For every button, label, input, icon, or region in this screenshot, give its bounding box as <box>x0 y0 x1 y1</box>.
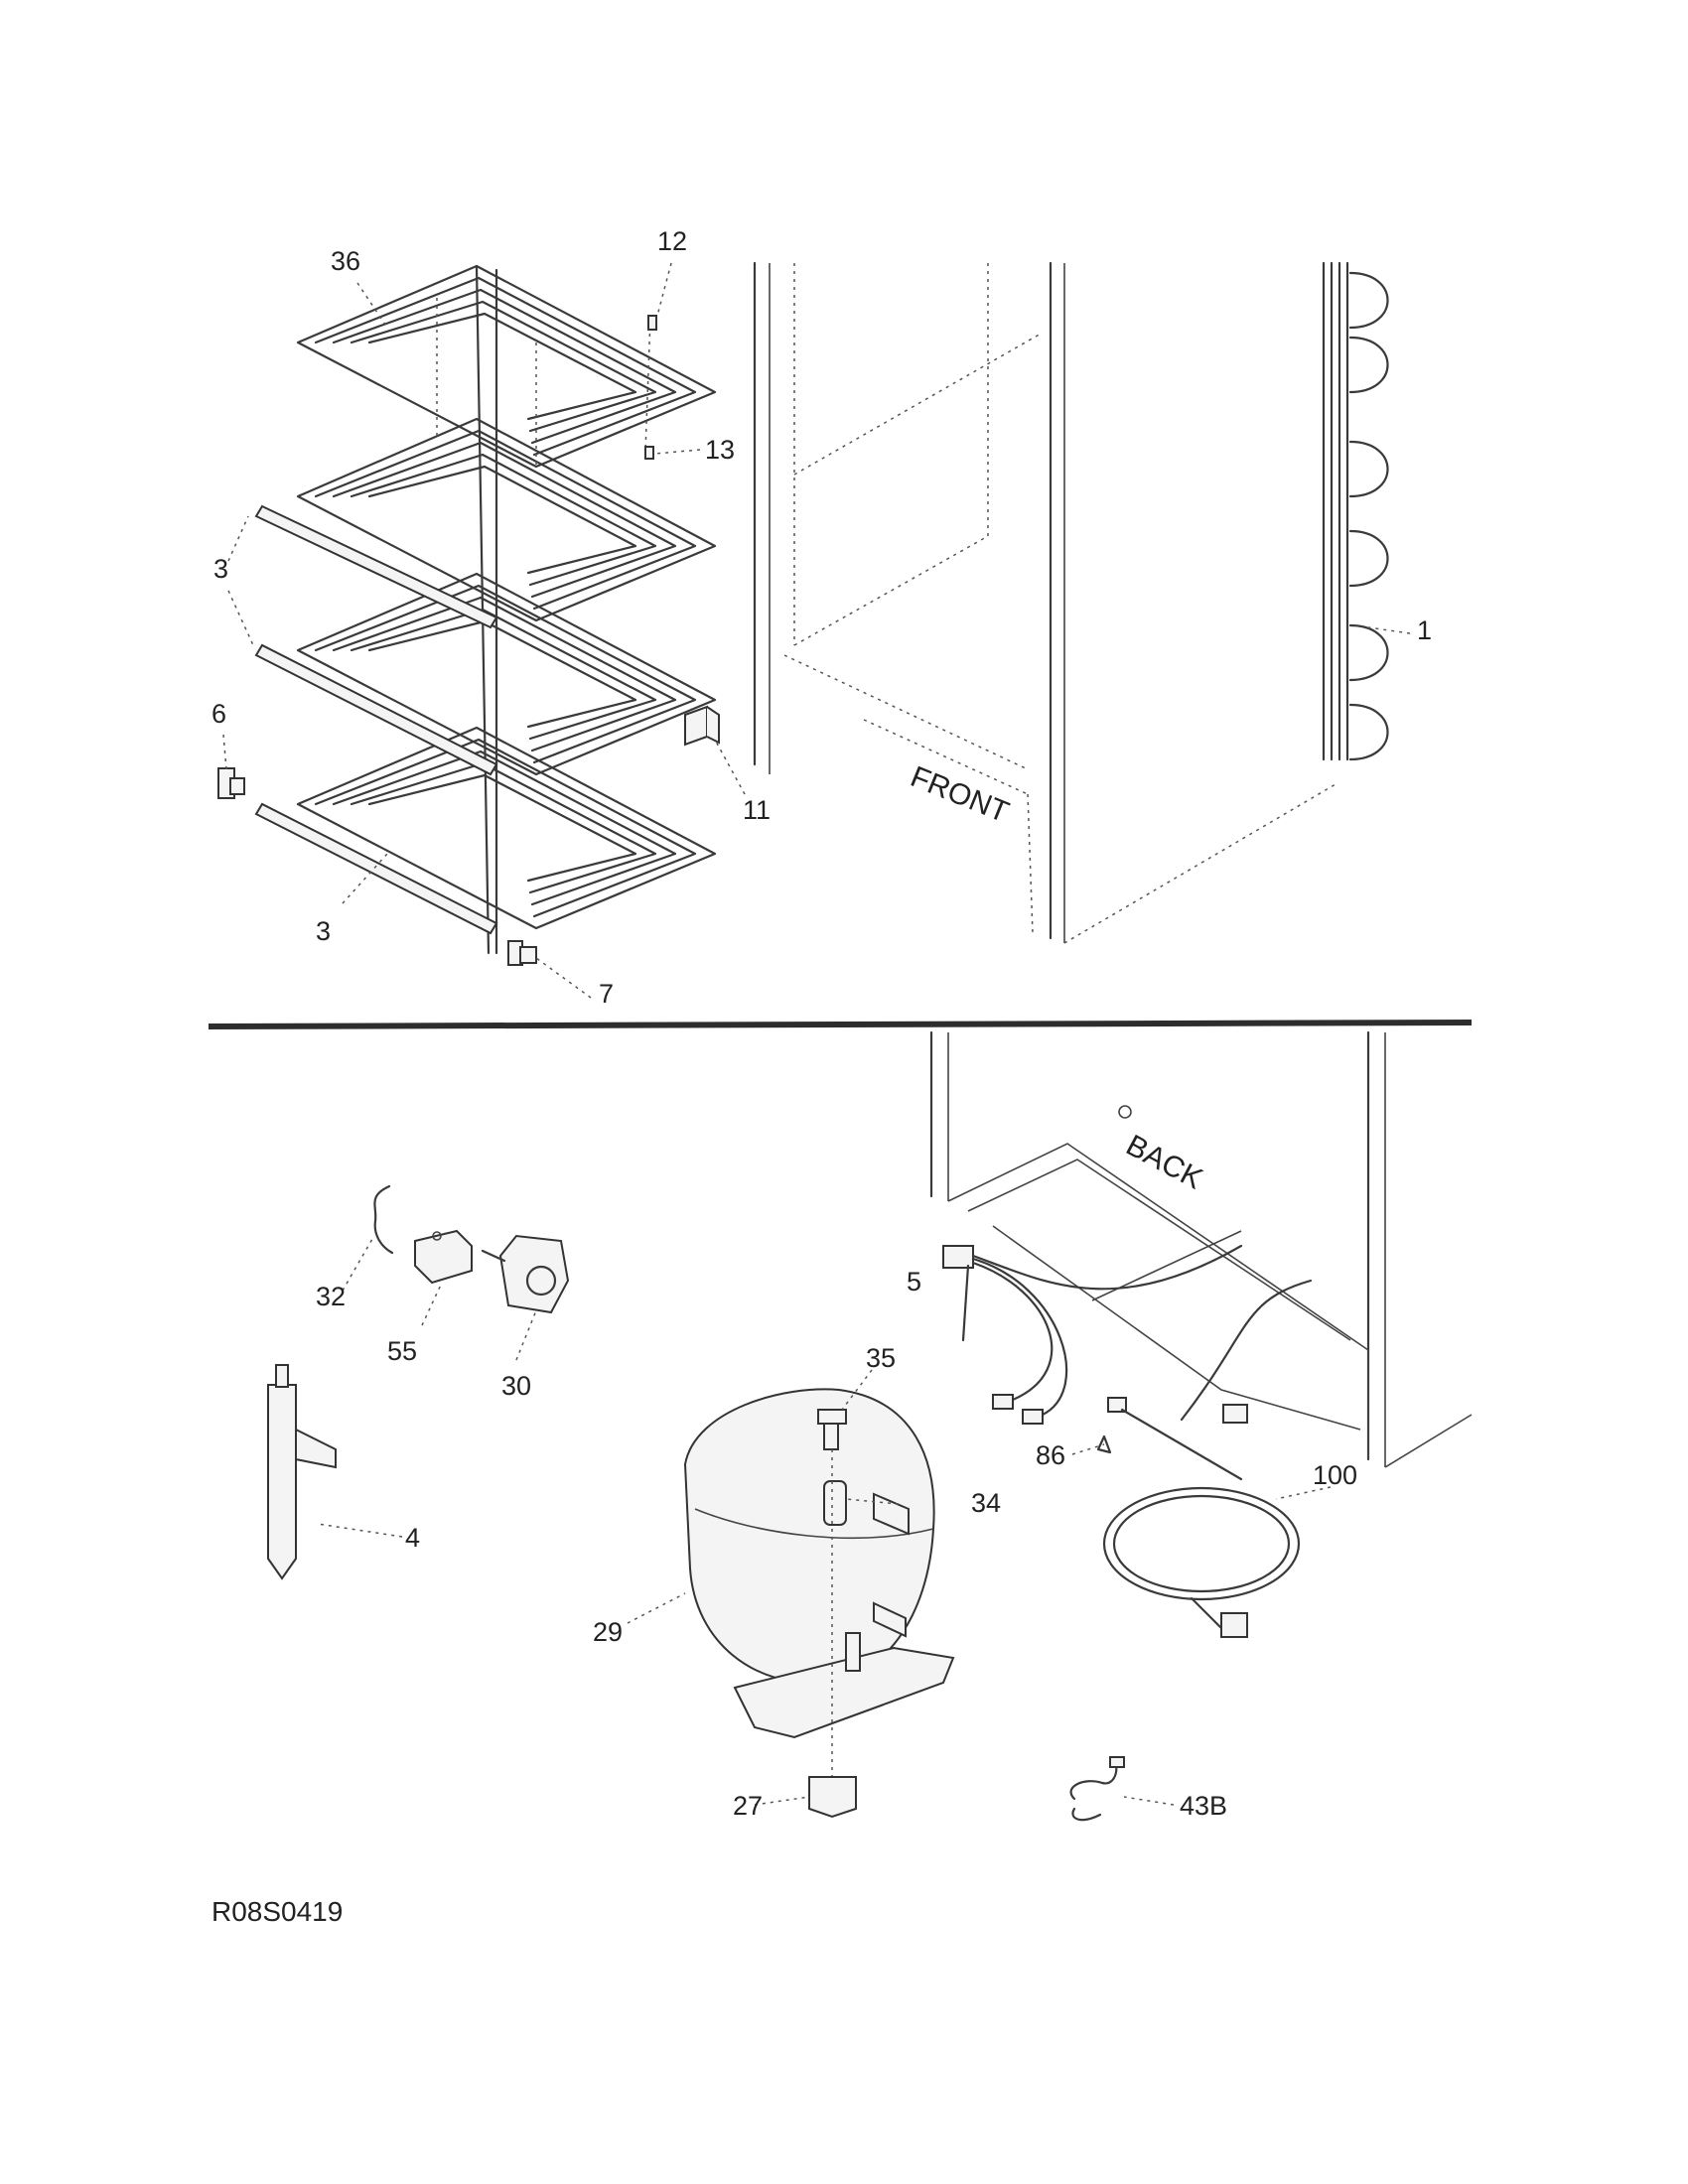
label-6: 6 <box>211 699 226 729</box>
screw-13 <box>644 446 654 460</box>
back-annotation: BACK <box>1121 1129 1208 1195</box>
label-34: 34 <box>971 1488 1001 1518</box>
condenser-coil-1 <box>1322 261 1389 761</box>
shelf-coil-4 <box>296 726 717 930</box>
shelf-coil-2 <box>296 417 717 622</box>
screw-86 <box>1096 1434 1112 1454</box>
wiring-harness-5 <box>942 1244 1313 1425</box>
label-11: 11 <box>743 795 771 825</box>
drier-filter-4 <box>267 1364 337 1580</box>
evaporator-coil-shelves <box>296 264 717 955</box>
label-3-lower: 3 <box>316 916 331 946</box>
front-annotation: FRONT <box>906 760 1013 829</box>
label-30: 30 <box>501 1371 531 1401</box>
label-35: 35 <box>866 1343 896 1373</box>
label-27: 27 <box>733 1791 763 1821</box>
label-7: 7 <box>599 979 614 1009</box>
power-cord-100 <box>1102 1397 1301 1638</box>
shelf-coil-3 <box>296 572 717 776</box>
label-100: 100 <box>1313 1460 1357 1490</box>
compressor-29 <box>683 1388 955 1739</box>
bolt-35 <box>817 1409 847 1450</box>
label-13: 13 <box>705 435 735 465</box>
label-32: 32 <box>316 1282 346 1311</box>
clip-6 <box>217 767 245 799</box>
support-rail-3-upper <box>254 504 498 629</box>
relay-55 <box>414 1229 473 1285</box>
clip-7 <box>507 940 537 966</box>
label-5: 5 <box>907 1267 921 1297</box>
screw-12 <box>647 315 657 331</box>
label-43b: 43B <box>1180 1791 1227 1821</box>
shelf-coil-1 <box>296 264 717 469</box>
support-rail-3-middle <box>254 643 498 776</box>
thermostat-bracket-32 <box>373 1184 394 1255</box>
clip-43b <box>1069 1756 1125 1822</box>
label-1: 1 <box>1417 615 1432 645</box>
label-4: 4 <box>405 1523 420 1553</box>
cabinet-front-view <box>753 261 1336 944</box>
bracket-11 <box>684 705 720 747</box>
diagram-code: R08S0419 <box>211 1896 343 1927</box>
label-36: 36 <box>331 246 360 276</box>
label-55: 55 <box>387 1336 417 1366</box>
rubber-foot-27 <box>808 1776 857 1819</box>
grommet-34 <box>823 1480 847 1526</box>
leader-lines <box>222 262 1411 1806</box>
section-separator <box>208 1020 1473 1029</box>
label-12: 12 <box>657 226 687 256</box>
thermostat-30 <box>481 1234 570 1314</box>
label-3-upper: 3 <box>213 554 228 584</box>
support-rail-3-lower <box>254 802 498 935</box>
label-86: 86 <box>1036 1440 1065 1470</box>
label-29: 29 <box>593 1617 623 1647</box>
